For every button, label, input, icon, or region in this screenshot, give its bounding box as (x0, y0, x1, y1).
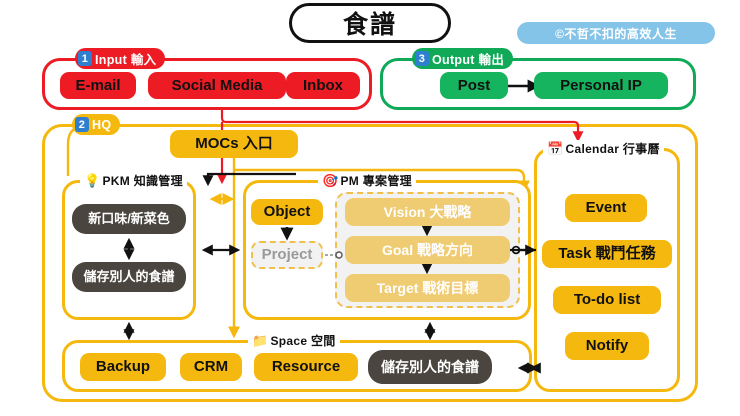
chip-crm[interactable]: CRM (180, 353, 242, 381)
badge-output-label: Output 輸出 (432, 53, 505, 67)
chip-project[interactable]: Project (251, 241, 323, 269)
chip-vision[interactable]: Vision 大戰略 (345, 198, 510, 226)
chip-object[interactable]: Object (251, 199, 323, 225)
chip-email[interactable]: E-mail (60, 72, 136, 99)
chip-task[interactable]: Task 戰鬥任務 (542, 240, 672, 268)
space-label-text: Space 空間 (270, 334, 336, 348)
chip-todo-list[interactable]: To-do list (553, 286, 661, 314)
chip-personal-ip[interactable]: Personal IP (534, 72, 668, 99)
calendar-icon: 📅 (547, 141, 564, 156)
chip-saved-recipe-pkm[interactable]: 儲存別人的食譜 (72, 262, 186, 292)
page-title-text: 食譜 (342, 11, 397, 39)
page-title: 食譜 (289, 3, 451, 43)
badge-output-number: 3 (415, 51, 429, 66)
chip-saved-recipe-space[interactable]: 儲存別人的食譜 (368, 350, 492, 384)
chip-inbox[interactable]: Inbox (286, 72, 360, 99)
calendar-section-label: 📅 Calendar 行事曆 (543, 140, 664, 157)
chip-resource[interactable]: Resource (254, 353, 358, 381)
chip-event[interactable]: Event (565, 194, 647, 222)
target-icon: 🎯 (322, 173, 339, 188)
badge-hq-number: 2 (75, 117, 89, 132)
credit-badge: ©不哲不扣的高效人生 (517, 22, 715, 44)
chip-post[interactable]: Post (440, 72, 508, 99)
badge-input-number: 1 (78, 51, 92, 66)
badge-hq-label: HQ (92, 117, 112, 132)
chip-backup[interactable]: Backup (80, 353, 166, 381)
pkm-section-frame (62, 180, 196, 320)
pm-section-label: 🎯 PM 專案管理 (318, 172, 416, 189)
badge-input: 1 Input 輸入 (75, 48, 166, 69)
chip-target[interactable]: Target 戰術目標 (345, 274, 510, 302)
credit-text: ©不哲不扣的高效人生 (555, 26, 677, 41)
pm-label-text: PM 專案管理 (340, 174, 412, 188)
space-section-label: 📁 Space 空間 (248, 332, 340, 349)
chip-notify[interactable]: Notify (565, 332, 649, 360)
calendar-label-text: Calendar 行事曆 (565, 142, 660, 156)
chip-mocs-entry[interactable]: MOCs 入口 (170, 130, 298, 158)
pkm-label-text: PKM 知識管理 (102, 174, 183, 188)
chip-new-flavor[interactable]: 新口味/新菜色 (72, 204, 186, 234)
badge-input-label: Input 輸入 (95, 53, 157, 67)
chip-social-media[interactable]: Social Media (148, 72, 286, 99)
lightbulb-icon: 💡 (84, 173, 101, 188)
folder-icon: 📁 (252, 333, 269, 348)
badge-output: 3 Output 輸出 (412, 48, 514, 69)
badge-hq: 2 HQ (72, 114, 121, 135)
chip-goal[interactable]: Goal 戰略方向 (345, 236, 510, 264)
pkm-section-label: 💡 PKM 知識管理 (80, 172, 187, 189)
